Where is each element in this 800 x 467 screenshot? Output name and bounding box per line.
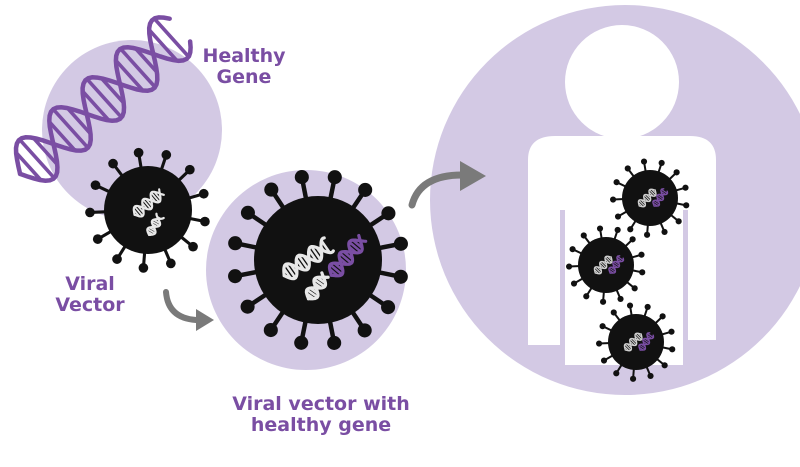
viral-vector-with-gene-label: Viral vector with healthy gene (216, 394, 426, 436)
viral-vector-label-line-2: Vector (40, 295, 140, 316)
viral-vector-with-gene-label-line-1: Viral vector with (216, 394, 426, 415)
curved-arrow-icon (166, 292, 214, 331)
healthy-gene-label-line-2: Gene (190, 67, 298, 88)
healthy-gene-label-line-1: Healthy (190, 46, 298, 67)
viral-vector-label-line-1: Viral (40, 274, 140, 295)
healthy-gene-label: Healthy Gene (190, 46, 298, 88)
viral-vector-label: Viral Vector (40, 274, 140, 316)
viral-vector-with-gene-label-line-2: healthy gene (216, 415, 426, 436)
